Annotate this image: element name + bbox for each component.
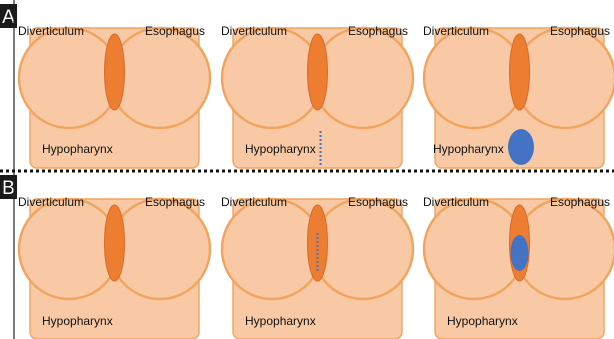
esophagus-lumen xyxy=(313,28,413,128)
panel-label: A xyxy=(2,7,15,28)
esophagus-label: Esophagus xyxy=(145,195,205,209)
hypopharynx-label: Hypopharynx xyxy=(42,314,113,328)
diverticulum-lumen xyxy=(424,199,524,299)
blue-oval-icon xyxy=(511,235,529,271)
diverticulum-label: Diverticulum xyxy=(423,24,489,38)
diverticulum-label: Diverticulum xyxy=(18,24,84,38)
esophagus-label: Esophagus xyxy=(348,24,408,38)
diverticulum-lumen xyxy=(19,199,119,299)
diverticulum-lumen xyxy=(19,28,119,128)
common-wall xyxy=(105,34,125,110)
esophagus-label: Esophagus xyxy=(145,24,205,38)
esophagus-label: Esophagus xyxy=(550,195,610,209)
esophagus-label: Esophagus xyxy=(550,24,610,38)
esophagus-lumen xyxy=(110,28,210,128)
esophagus-label: Esophagus xyxy=(348,195,408,209)
common-wall xyxy=(105,205,125,281)
diverticulum-label: Diverticulum xyxy=(423,195,489,209)
blue-oval-icon xyxy=(508,129,534,165)
hypopharynx-label: Hypopharynx xyxy=(245,314,316,328)
esophagus-lumen xyxy=(110,199,210,299)
diverticulum-lumen xyxy=(222,28,322,128)
esophagus-lumen xyxy=(313,199,413,299)
diverticulum-label: Diverticulum xyxy=(221,24,287,38)
diverticulum-label: Diverticulum xyxy=(18,195,84,209)
diverticulum-lumen xyxy=(222,199,322,299)
hypopharynx-label: Hypopharynx xyxy=(245,142,316,156)
hypopharynx-label: Hypopharynx xyxy=(42,142,113,156)
common-wall xyxy=(308,34,328,110)
diverticulum-label: Diverticulum xyxy=(221,195,287,209)
hypopharynx-label: Hypopharynx xyxy=(447,314,518,328)
panel-label: B xyxy=(2,178,15,199)
hypopharynx-label: Hypopharynx xyxy=(433,142,504,156)
common-wall xyxy=(510,34,530,110)
diverticulum-lumen xyxy=(424,28,524,128)
